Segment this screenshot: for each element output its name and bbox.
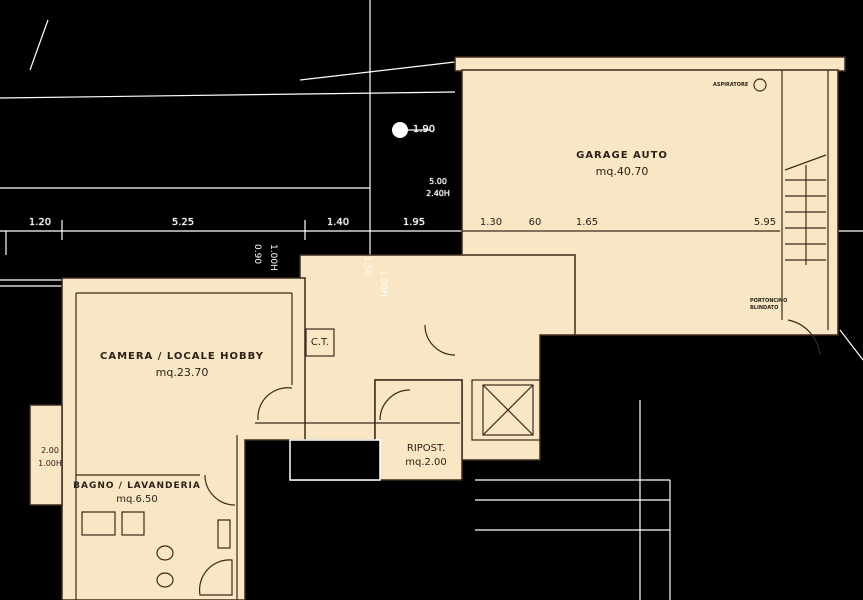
ct-label: C.T. — [310, 337, 330, 348]
dim-top-1: 1.20 — [28, 217, 52, 228]
dim-top-3: 1.40 — [326, 217, 350, 228]
bidet-icon — [156, 545, 174, 561]
bagno-area: mq.6.50 — [116, 494, 158, 505]
bagno-name: BAGNO / LAVANDERIA — [73, 481, 201, 491]
garage-name: GARAGE AUTO — [576, 150, 668, 161]
toilet-icon — [156, 572, 174, 588]
dim-window-left-height: 1.00H — [38, 459, 62, 468]
dim-window-camera-width: 0.90 — [252, 244, 262, 265]
dim-garage-1: 1.30 — [479, 217, 503, 228]
level-marker-icon — [392, 122, 408, 138]
ripost-area: mq.2.00 — [405, 457, 447, 468]
stairs-icon — [784, 154, 827, 265]
dim-marker: 1.90 — [412, 124, 436, 135]
dim-garage-3: 1.65 — [575, 217, 599, 228]
sink-icon — [217, 519, 231, 549]
camera-name: CAMERA / LOCALE HOBBY — [99, 351, 265, 362]
garage-area: mq.40.70 — [595, 165, 649, 178]
dim-window-top-width: 5.00 — [429, 177, 447, 186]
inner-walls — [75, 70, 829, 600]
rooms-fill — [29, 56, 846, 600]
aspiratore-icon — [753, 78, 767, 92]
dim-window-top-height: 2.40H — [426, 189, 450, 198]
washing-machine-icon — [121, 511, 145, 536]
dim-top-4: 1.95 — [402, 217, 426, 228]
portoncino-label-2: BLINDATO — [750, 305, 779, 311]
dim-window-hall-width: 1.50 — [362, 256, 372, 277]
dim-window-hall-height: 1.00H — [378, 270, 388, 297]
corner-shower-icon — [198, 559, 233, 596]
dim-window-left-width: 2.00 — [41, 446, 59, 455]
shower-tray-icon — [81, 511, 116, 536]
portoncino-label-1: PORTONCINO — [750, 298, 788, 304]
aspiratore-label: ASPIRATORE — [713, 82, 749, 88]
dim-garage-4: 5.95 — [753, 217, 777, 228]
dim-window-camera-height: 1.00H — [268, 244, 278, 271]
ripost-name: RIPOST. — [406, 443, 446, 454]
dim-top-2: 5.25 — [171, 217, 195, 228]
dim-garage-2: 60 — [528, 217, 542, 228]
camera-area: mq.23.70 — [155, 366, 209, 379]
